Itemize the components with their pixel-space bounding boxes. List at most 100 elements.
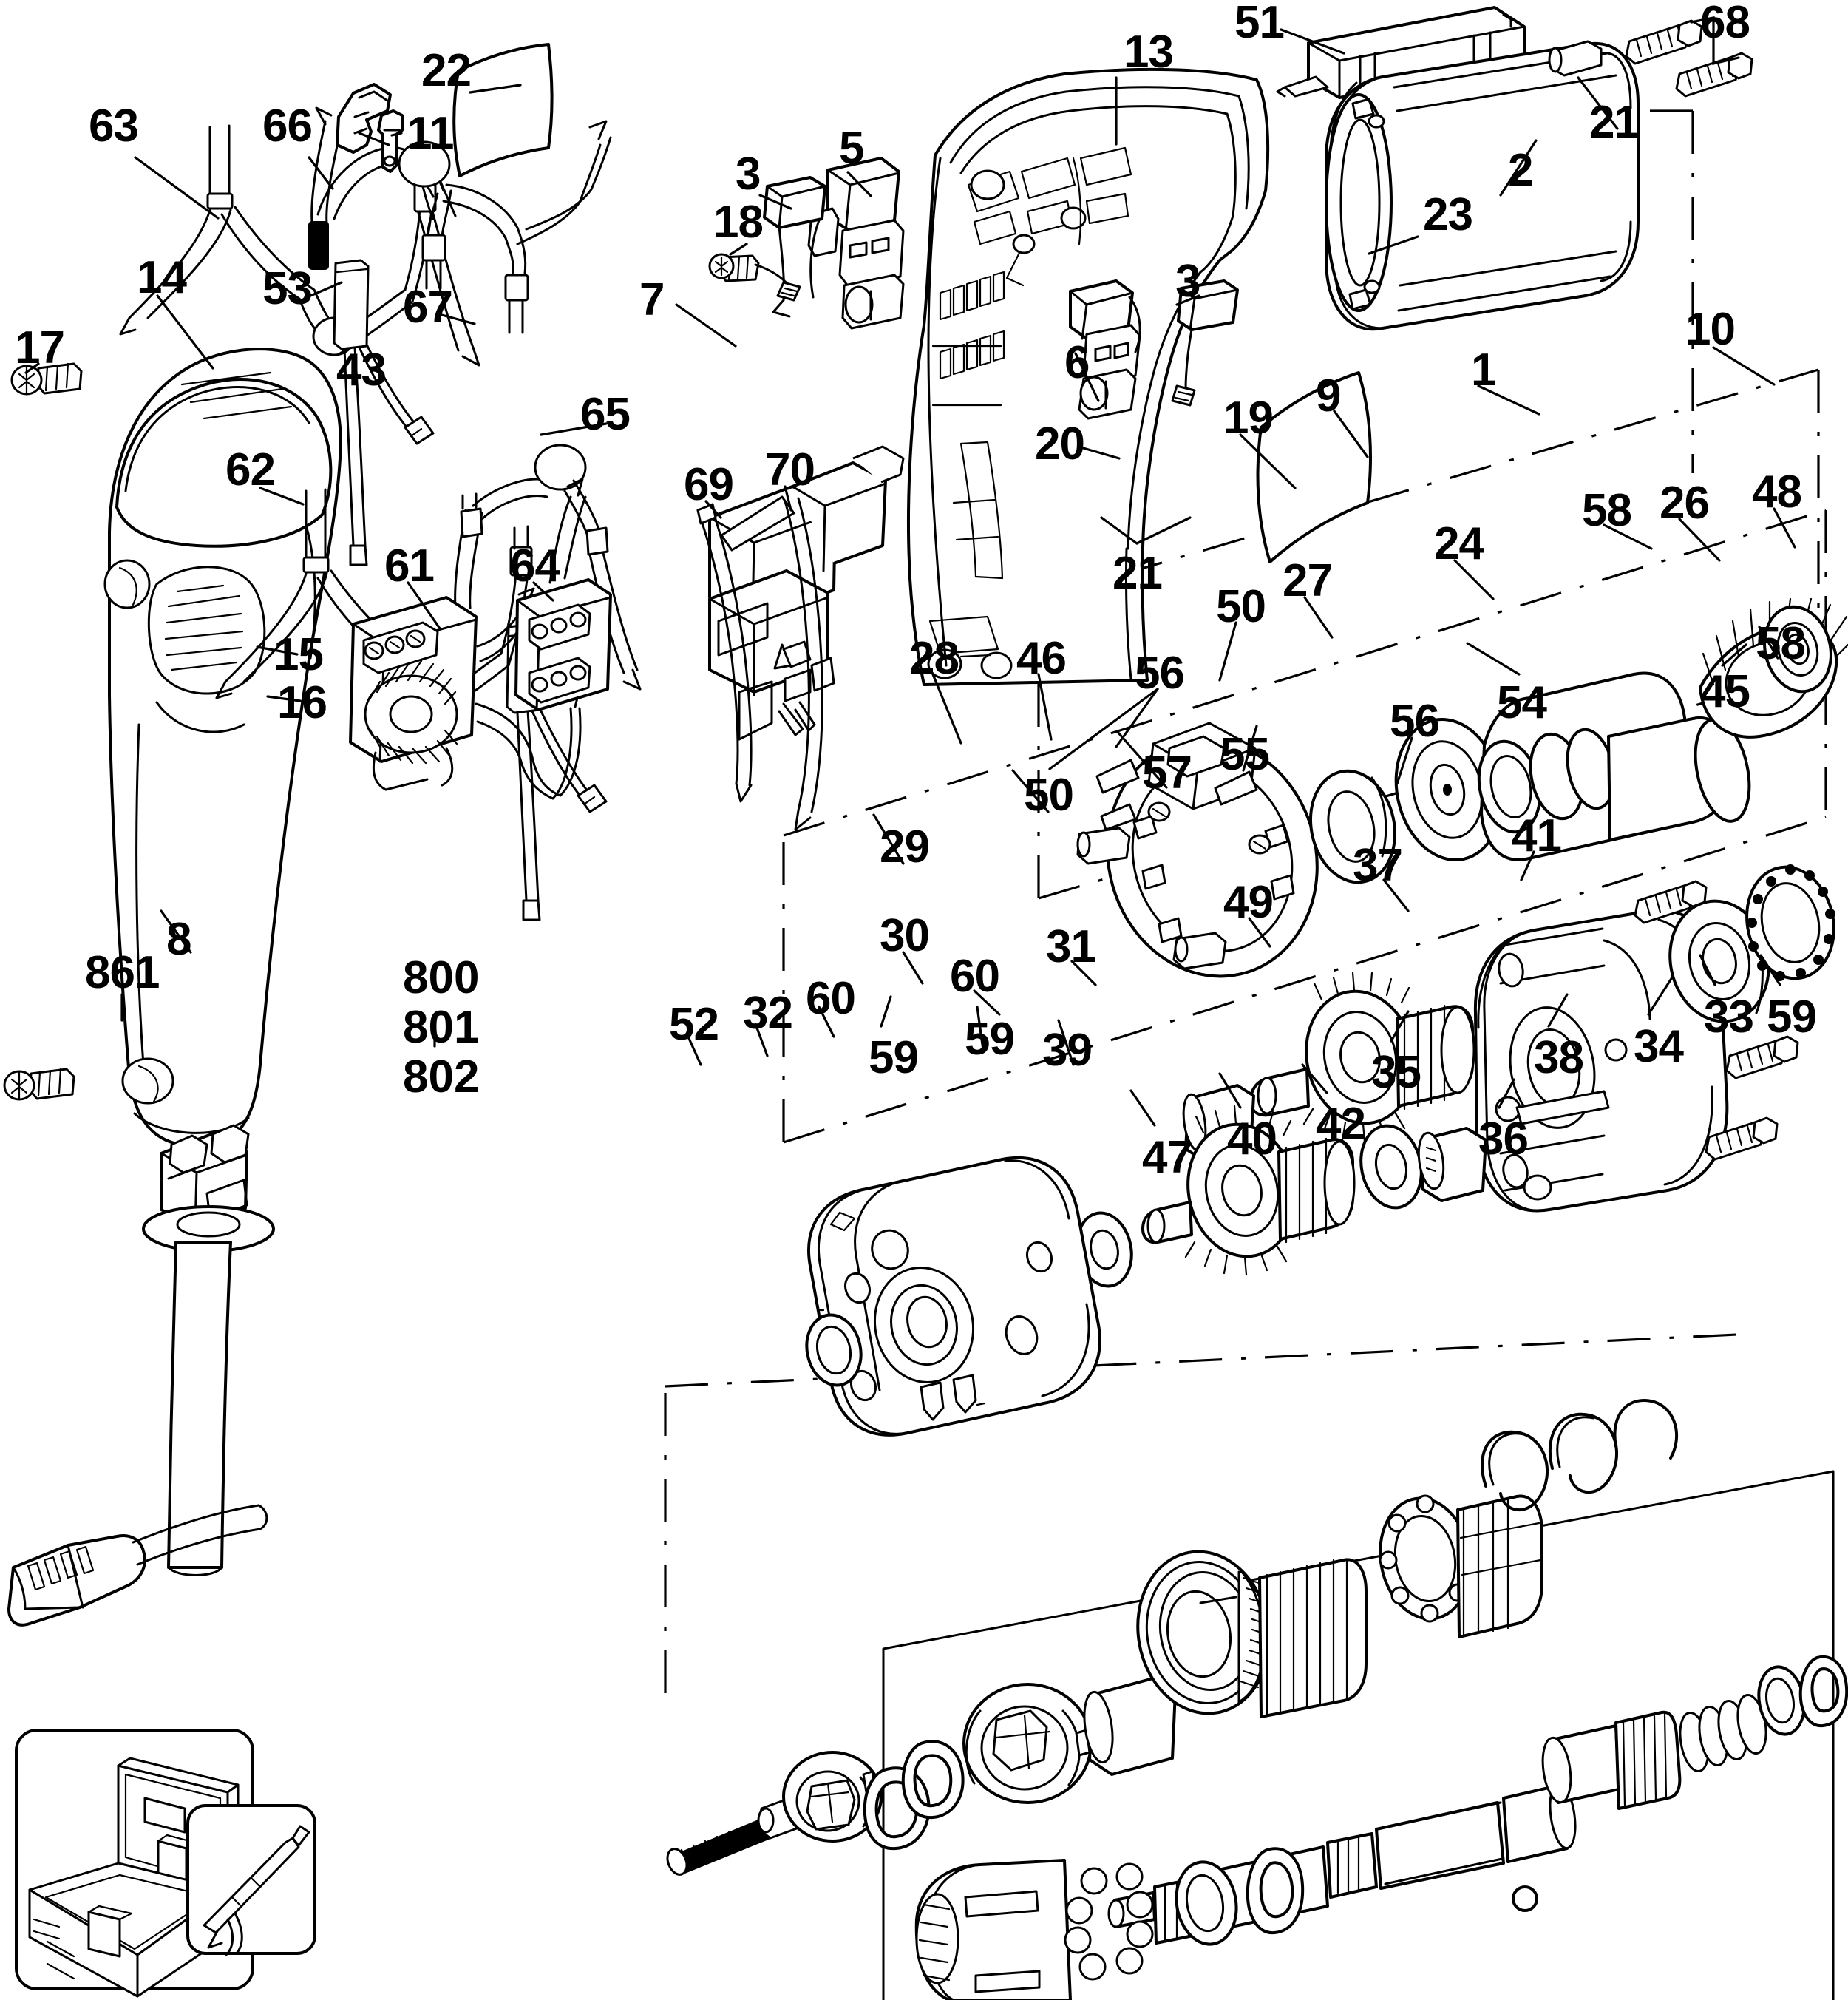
callout-number-70: 70: [765, 444, 815, 495]
callout-number-50: 50: [1216, 581, 1266, 632]
callout-number-67: 67: [403, 282, 453, 333]
part-16-side-handle-rod: [142, 1205, 275, 1576]
part-59-ring-chuck: [901, 1740, 965, 1820]
part-52-spring: [666, 1819, 772, 1876]
part-24-gearcase: [1473, 909, 1729, 1213]
part-42-ring: [1246, 1847, 1305, 1935]
callout-number-6: 6: [1064, 337, 1090, 388]
part-20-brush-plate: [1076, 722, 1319, 978]
callout-number-65: 65: [580, 389, 631, 440]
part-61-choke: [349, 587, 582, 800]
callout-number-802: 802: [403, 1051, 480, 1102]
callout-number-49: 49: [1223, 877, 1274, 928]
callout-number-42: 42: [1316, 1099, 1366, 1150]
callout-number-51: 51: [1234, 0, 1285, 48]
part-33-ring: [1757, 1665, 1806, 1736]
part-37-clutch-ring: [1379, 1494, 1543, 1638]
part-49-chuck: [1136, 1550, 1368, 1718]
screw-lower-left: [3, 1068, 75, 1101]
callout-number-60: 60: [950, 951, 1000, 1002]
part-8-cord-plug: [7, 1504, 268, 1627]
callout-number-36: 36: [1478, 1113, 1529, 1165]
part-22-nameplate: [452, 43, 554, 177]
part-11-pin: [377, 109, 404, 173]
callout-number-14: 14: [137, 252, 187, 303]
part-43-lever: [336, 83, 392, 154]
part-14-left-handle: [103, 348, 342, 1148]
part-48-lock-washer: [1745, 864, 1835, 981]
callout-number-54: 54: [1497, 677, 1547, 728]
callout-number-22: 22: [421, 45, 472, 96]
callout-number-10: 10: [1685, 304, 1736, 355]
callout-number-8: 8: [166, 914, 191, 965]
part-10-bearing: [1763, 605, 1832, 694]
part-36-ball: [1512, 1885, 1538, 1912]
leader-lines: [24, 28, 1796, 1127]
callout-number-30: 30: [880, 910, 930, 961]
part-31-spacer: [1083, 1677, 1177, 1776]
callout-number-69: 69: [684, 459, 734, 510]
part-1-armature: [1477, 597, 1848, 861]
callout-number-68: 68: [1700, 0, 1750, 48]
callout-number-801: 801: [403, 1001, 480, 1053]
callout-number-56: 56: [1390, 696, 1440, 747]
callout-number-15: 15: [274, 629, 324, 680]
part-70-tie: [720, 495, 823, 831]
part-27-gear: [1249, 972, 1475, 1143]
callout-number-47: 47: [1142, 1132, 1192, 1183]
part-26-bearing: [1668, 899, 1770, 1023]
callout-number-56: 56: [1135, 648, 1185, 699]
group-box-gearcase: [782, 509, 1827, 1144]
callout-number-21: 21: [1589, 97, 1640, 148]
callout-number-20: 20: [1035, 418, 1085, 470]
callout-number-19: 19: [1223, 393, 1274, 444]
part-45-screw: [1705, 1116, 1779, 1161]
callout-number-29: 29: [880, 821, 930, 872]
part-9-fan: [1394, 717, 1504, 862]
part-69-tie: [696, 503, 753, 803]
part-58-screw-upper: [1634, 880, 1708, 924]
callout-number-41: 41: [1512, 810, 1562, 861]
callout-number-26: 26: [1660, 478, 1710, 529]
part-19-washer: [1308, 769, 1397, 884]
callout-number-3: 3: [736, 149, 761, 200]
callout-number-11: 11: [407, 108, 455, 159]
group-box-chuck-inner: [882, 1470, 1835, 2000]
callout-number-58: 58: [1582, 485, 1632, 536]
part-64-module: [514, 478, 612, 711]
part-60-knob-chuck: [962, 1683, 1093, 1804]
callout-number-59: 59: [1767, 991, 1817, 1043]
part-47-balls: [1064, 1862, 1154, 1981]
callout-number-43: 43: [336, 345, 387, 396]
part-68-screws: [1625, 16, 1753, 98]
callout-number-45: 45: [1700, 666, 1750, 717]
part-21-pin-top: [1548, 40, 1603, 77]
callout-number-17: 17: [15, 322, 65, 373]
housing-internal-ribs: [927, 146, 1132, 679]
callout-number-63: 63: [89, 101, 139, 152]
callout-number-21: 21: [1112, 548, 1163, 599]
callout-number-27: 27: [1283, 555, 1333, 606]
callout-number-16: 16: [277, 677, 327, 728]
part-800-chisel-box: [186, 1804, 316, 1956]
callout-number-2: 2: [1508, 145, 1533, 196]
callout-number-9: 9: [1316, 370, 1341, 421]
callout-number-18: 18: [713, 197, 764, 248]
callout-number-31: 31: [1046, 921, 1096, 972]
part-23-label: [1256, 371, 1372, 563]
callout-number-46: 46: [1016, 633, 1067, 684]
part-18-screw: [708, 253, 801, 302]
part-29-seal: [805, 1313, 863, 1387]
callout-number-50: 50: [1024, 770, 1074, 821]
callout-number-5: 5: [839, 123, 864, 174]
part-6-brush-holder: [1069, 279, 1141, 420]
callout-number-35: 35: [1371, 1047, 1421, 1098]
part-3-capacitor-left: [763, 176, 826, 318]
callout-number-55: 55: [1220, 729, 1270, 780]
callout-number-800: 800: [403, 952, 480, 1003]
callout-number-861: 861: [85, 947, 160, 998]
part-54-needle-bearing: [1417, 1127, 1487, 1202]
callout-number-34: 34: [1634, 1021, 1684, 1072]
